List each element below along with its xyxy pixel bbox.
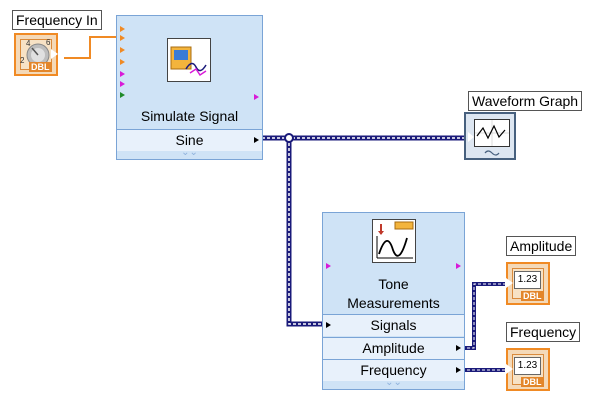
frequency-value: 1.23: [514, 357, 541, 375]
dbl-badge: DBL: [521, 291, 544, 301]
tone-measurements-icon: [372, 219, 416, 263]
input-arrow-icon: [326, 322, 331, 328]
input-arrow-icon: [506, 364, 513, 374]
amplitude-value: 1.23: [514, 271, 541, 289]
dial-mark-2: 2: [20, 56, 25, 65]
output-arrow-icon: [456, 367, 461, 373]
waveform-graph-terminal[interactable]: [464, 112, 516, 160]
frequency-label: Frequency: [506, 322, 581, 342]
frequency-in-terminal[interactable]: 4 6 2 DBL: [14, 33, 58, 76]
title-line-1: Tone: [378, 276, 409, 292]
input-pin[interactable]: [120, 26, 125, 32]
chevron-down-icon[interactable]: ⌄⌄: [181, 147, 198, 158]
input-arrow-icon: [506, 278, 513, 288]
output-arrow-icon: [254, 137, 259, 143]
graph-screen-icon: [474, 119, 510, 147]
waveform-type-icon: [484, 150, 500, 156]
wire-sine: [262, 133, 470, 327]
tone-measurements-title: Tone Measurements: [323, 275, 464, 313]
dbl-badge: DBL: [521, 377, 544, 387]
amplitude-output-row[interactable]: Amplitude: [323, 337, 464, 359]
waveform-graph-label: Waveform Graph: [468, 91, 583, 111]
amplitude-terminal[interactable]: 1.23 DBL: [506, 262, 550, 305]
dbl-badge: DBL: [29, 62, 52, 72]
chevron-down-icon[interactable]: ⌄⌄: [385, 377, 402, 388]
tone-measurements-subvi[interactable]: Tone Measurements Signals Amplitude Freq…: [322, 212, 465, 390]
input-arrow-icon: [468, 132, 474, 142]
simulate-signal-title: Simulate Signal: [140, 108, 239, 124]
output-pin[interactable]: [456, 263, 461, 269]
simulate-signal-icon: [167, 38, 211, 82]
dial-mark-6: 6: [46, 38, 51, 47]
sine-output-row[interactable]: Sine: [117, 129, 262, 151]
frequency-label: Frequency: [360, 362, 427, 378]
amplitude-label: Amplitude: [506, 236, 577, 256]
title-line-2: Measurements: [347, 295, 440, 311]
simulate-signal-subvi[interactable]: Simulate Signal Sine ⌄⌄: [116, 15, 263, 160]
frequency-in-label: Frequency In: [12, 10, 102, 30]
dial-mark-4: 4: [26, 39, 31, 48]
input-pin[interactable]: [120, 92, 125, 98]
signals-input-row[interactable]: Signals: [323, 314, 464, 336]
wire-amplitude: [462, 282, 505, 350]
frequency-output-row[interactable]: Frequency: [323, 359, 464, 381]
input-pin[interactable]: [120, 59, 125, 65]
signals-label: Signals: [370, 317, 417, 333]
frequency-terminal[interactable]: 1.23 DBL: [506, 348, 550, 391]
sine-label: Sine: [175, 132, 204, 148]
input-pin[interactable]: [120, 47, 125, 53]
input-pin[interactable]: [326, 263, 331, 269]
wire-frequency-in: [64, 36, 118, 59]
output-pin[interactable]: [254, 94, 259, 100]
input-pin[interactable]: [120, 81, 125, 87]
output-arrow-icon: [456, 345, 461, 351]
input-pin[interactable]: [120, 35, 125, 41]
output-arrow-icon: [51, 49, 58, 59]
amplitude-label: Amplitude: [362, 340, 425, 356]
input-pin[interactable]: [120, 71, 125, 77]
